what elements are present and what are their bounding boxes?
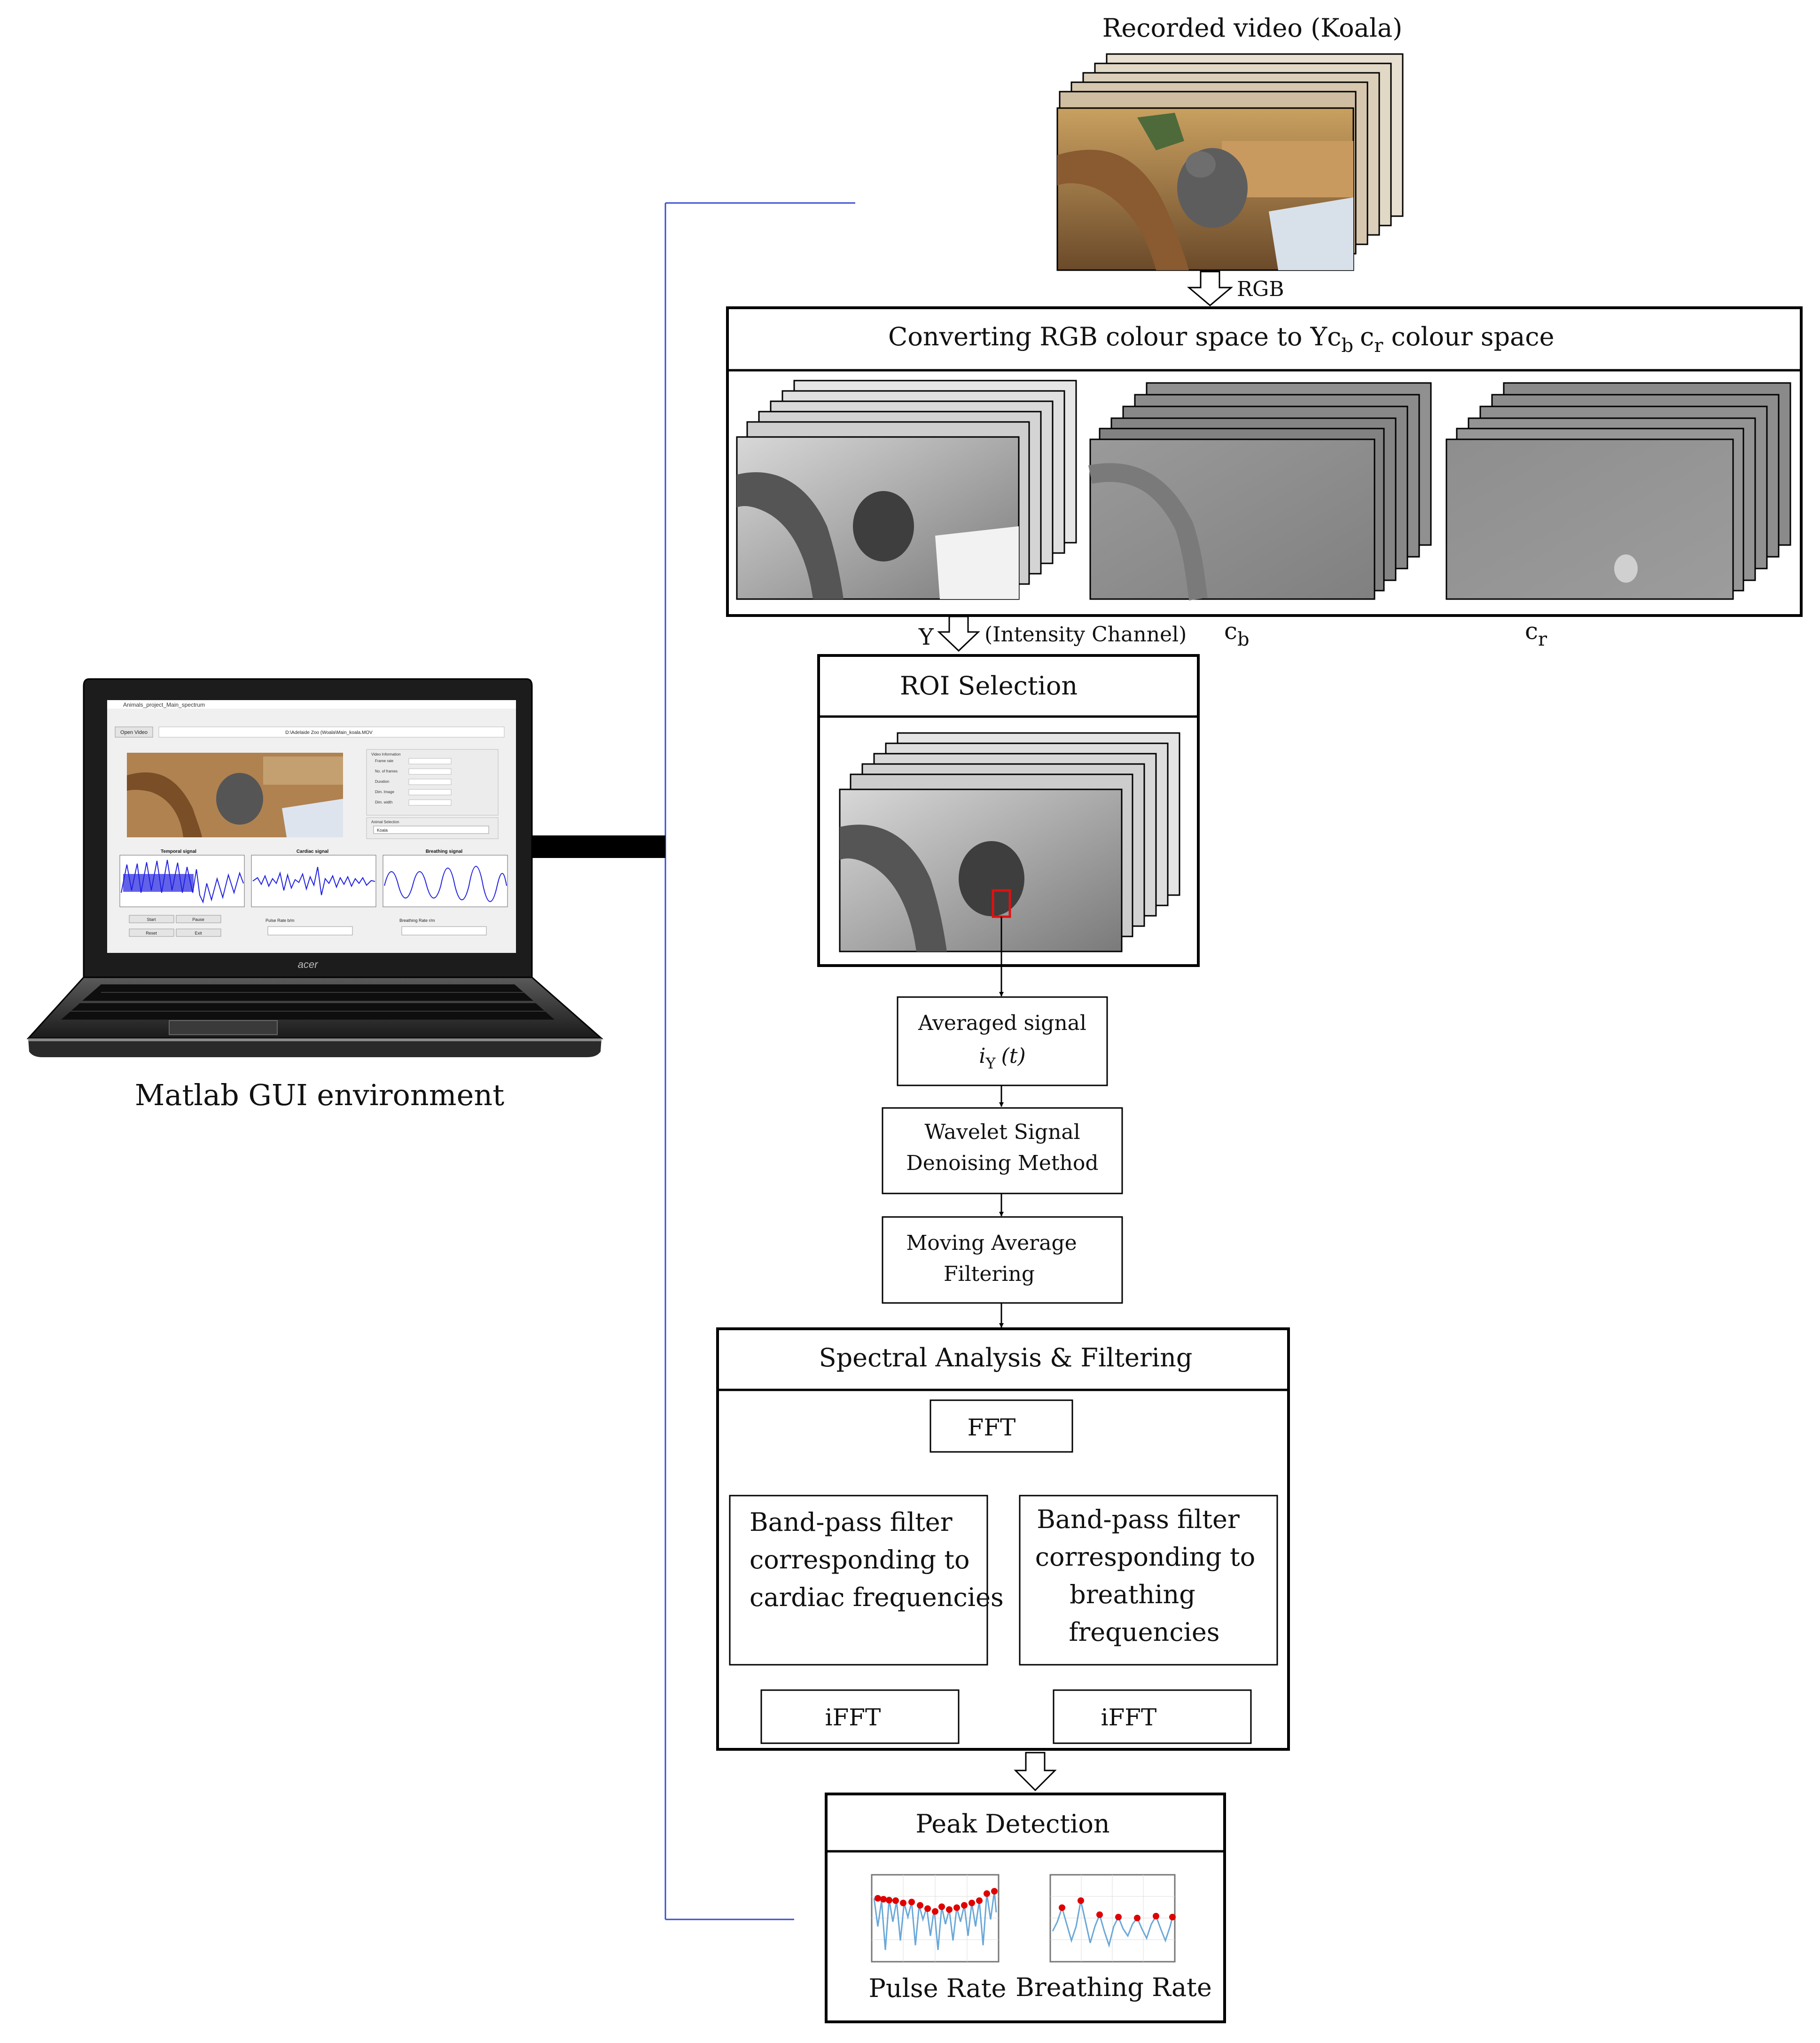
matlab-exit-label: Exit (195, 931, 202, 936)
cr-channel-stack (1445, 382, 1791, 600)
matlab-file-path-field[interactable] (158, 726, 505, 738)
y-channel-note: (Intensity Channel) (984, 623, 1187, 647)
cardiac-filter-box (729, 1495, 988, 1666)
cr-channel-label: cr (1525, 617, 1547, 650)
cardiac-filter-line2: corresponding to (750, 1545, 969, 1575)
matlab-info-field (408, 789, 452, 795)
roi-title: ROI Selection (900, 671, 1078, 701)
breathing-filter-line4: frequencies (1069, 1617, 1219, 1647)
y-channel-label: Y (918, 624, 934, 650)
peak-detection-title: Peak Detection (915, 1809, 1109, 1839)
breathing-filter-box (1019, 1495, 1278, 1666)
matlab-pause-label: Pause (192, 917, 204, 922)
moving-average-box (882, 1216, 1123, 1304)
moving-average-label-line2: Filtering (944, 1262, 1035, 1286)
matlab-window-title: Animals_project_Main_spectrum (123, 702, 205, 708)
roi-box (817, 654, 1200, 967)
rgb-arrow (1187, 271, 1234, 306)
matlab-info-row: Dim. width (375, 800, 392, 804)
wavelet-box (882, 1107, 1123, 1194)
spectral-title: Spectral Analysis & Filtering (819, 1343, 1193, 1372)
breathing-rate-label: Breathing Rate (1015, 1973, 1212, 2002)
averaged-signal-box (897, 996, 1108, 1086)
matlab-exit-button[interactable] (176, 928, 221, 937)
matlab-plot-title: Breathing signal (426, 849, 463, 854)
moving-average-label-line1: Moving Average (906, 1231, 1077, 1255)
fft-box (930, 1399, 1073, 1453)
ifft-right-label: iFFT (1101, 1704, 1157, 1731)
matlab-open-video-button[interactable] (115, 726, 153, 738)
matlab-animal-dropdown[interactable] (373, 826, 489, 834)
fft-label: FFT (968, 1414, 1016, 1441)
matlab-info-row: No. of frames (375, 769, 398, 773)
matlab-breathing-rate-field (401, 926, 487, 936)
cb-channel-stack (1088, 382, 1432, 600)
cardiac-filter-line3: cardiac frequencies (750, 1583, 1004, 1612)
matlab-info-field (408, 768, 452, 775)
matlab-start-label: Start (147, 917, 156, 922)
matlab-info-row: Duration (375, 780, 389, 784)
matlab-breathing-plot (383, 855, 508, 907)
ifft-right-box (1053, 1689, 1252, 1744)
connector-bracket (531, 202, 855, 1920)
matlab-info-row: Dim. Image (375, 790, 394, 794)
pulse-rate-plot (871, 1874, 1000, 1963)
koala-video-frame (1056, 107, 1354, 271)
matlab-cardiac-plot (251, 855, 376, 907)
matlab-plot-title: Cardiac signal (297, 849, 329, 854)
matlab-animal-selection-title: Animal Selection (371, 820, 399, 824)
matlab-info-title: Video Information (371, 752, 401, 756)
matlab-pulse-rate-field (267, 926, 353, 936)
laptop-touchpad (169, 1020, 278, 1035)
laptop-caption: Matlab GUI environment (135, 1078, 504, 1112)
matlab-breathing-rate-label: Breathing Rate r/m (399, 918, 435, 923)
breathing-filter-line3: breathing (1070, 1580, 1195, 1609)
matlab-video-preview (127, 753, 343, 837)
matlab-plot-title: Temporal signal (161, 849, 196, 854)
matlab-info-field (408, 779, 452, 785)
y-channel-stack (736, 380, 1077, 600)
matlab-pulse-rate-label: Pulse Rate b/m (266, 918, 295, 923)
averaged-signal-formula: iY(t) (979, 1044, 1025, 1072)
matlab-start-button[interactable] (129, 915, 174, 923)
matlab-animal-selected: Koala (377, 828, 388, 833)
breathing-rate-plot (1049, 1874, 1176, 1963)
laptop-brand: acer (298, 959, 319, 970)
recorded-video-title: Recorded video (Koala) (1102, 13, 1403, 43)
laptop: Animals_project_Main_spectrum Open Video… (26, 678, 603, 1057)
laptop-link-bar (531, 835, 665, 858)
matlab-info-row: Frame rate (375, 759, 394, 763)
pulse-rate-label: Pulse Rate (869, 1973, 1007, 2003)
matlab-reset-button[interactable] (129, 928, 174, 937)
breathing-filter-line1: Band-pass filter (1037, 1505, 1240, 1534)
averaged-signal-label: Averaged signal (918, 1011, 1086, 1035)
matlab-reset-label: Reset (146, 931, 157, 936)
peak-arrow (1014, 1752, 1057, 1792)
ifft-left-box (760, 1689, 960, 1744)
matlab-info-field (408, 758, 452, 764)
matlab-info-field (408, 799, 452, 806)
breathing-filter-line2: corresponding to (1035, 1542, 1255, 1572)
matlab-open-video-label: Open Video (120, 730, 148, 735)
wavelet-label-line2: Denoising Method (906, 1151, 1098, 1175)
matlab-file-path: D:\Adelaide Zoo (Woala\Main_koala.MOV (285, 730, 373, 735)
y-arrow (937, 616, 980, 652)
cb-channel-label: cb (1224, 617, 1250, 650)
recorded-video-stack (1056, 53, 1404, 271)
cardiac-filter-line1: Band-pass filter (750, 1507, 953, 1537)
matlab-pause-button[interactable] (176, 915, 221, 923)
rgb-arrow-label: RGB (1237, 277, 1284, 301)
ifft-left-label: iFFT (825, 1704, 881, 1731)
wavelet-label-line1: Wavelet Signal (924, 1120, 1080, 1144)
